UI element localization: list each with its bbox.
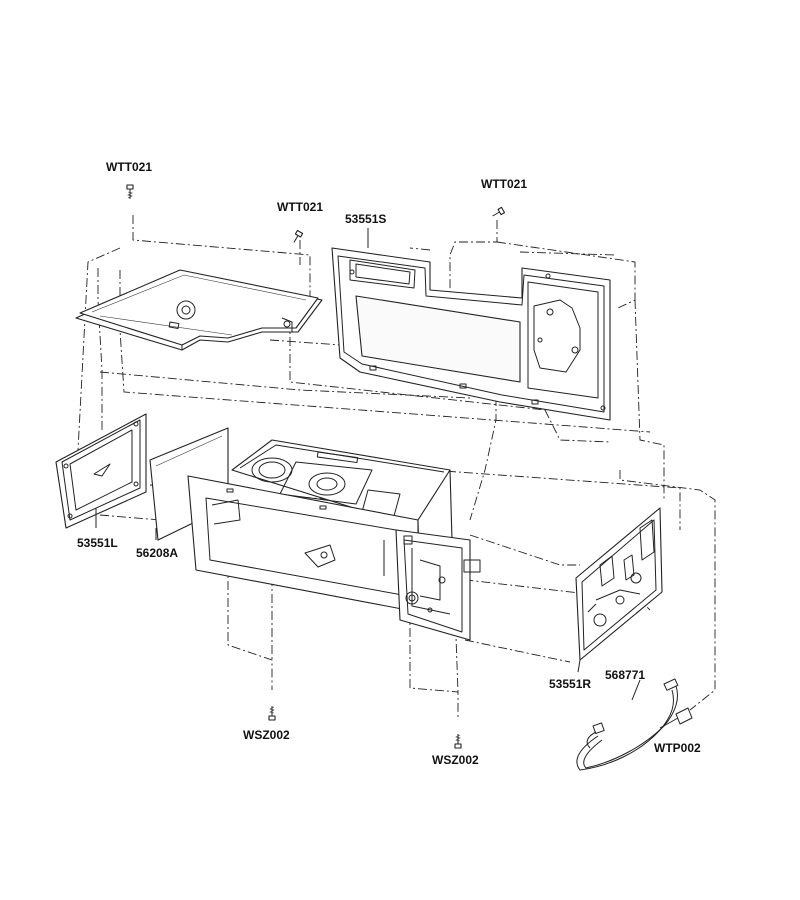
screw-icon xyxy=(293,229,304,243)
wire-harness xyxy=(576,678,693,771)
screw-icon xyxy=(492,206,506,217)
label-56208a: 56208A xyxy=(136,546,179,560)
left-side-panel xyxy=(55,413,147,529)
label-wsz002-left: WSZ002 xyxy=(243,728,290,742)
main-cavity-chassis xyxy=(187,439,481,641)
screw-icon xyxy=(268,706,276,721)
label-568771: 568771 xyxy=(605,668,646,682)
screw-icon xyxy=(126,184,134,199)
label-53551s: 53551S xyxy=(345,212,387,226)
right-side-panel xyxy=(575,507,663,661)
top-cover-plate xyxy=(75,269,323,351)
label-wtt021-middle: WTT021 xyxy=(277,200,324,214)
label-wsz002-right: WSZ002 xyxy=(432,753,479,767)
label-53551r: 53551R xyxy=(549,677,592,691)
leader-lines xyxy=(95,228,641,701)
label-53551l: 53551L xyxy=(77,536,118,550)
screw-icon xyxy=(454,734,462,749)
label-wtt021-right: WTT021 xyxy=(481,177,528,191)
screws xyxy=(126,184,506,749)
label-wtp002: WTP002 xyxy=(654,741,701,755)
inner-shield-panel xyxy=(331,247,611,421)
label-wtt021-left: WTT021 xyxy=(106,160,153,174)
